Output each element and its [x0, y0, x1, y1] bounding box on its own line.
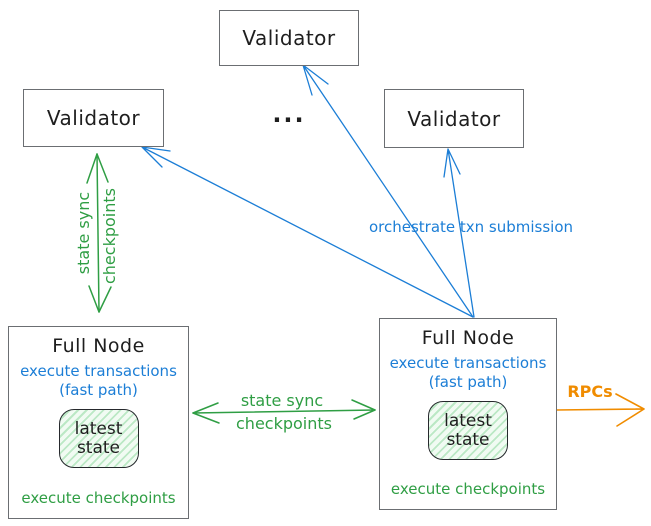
- validators-ellipsis: ...: [272, 100, 306, 128]
- validator-box-right: Validator: [384, 89, 524, 148]
- full-node-right-exec-line1: execute transactions: [389, 354, 547, 372]
- latest-state-right-line2: state: [446, 429, 490, 450]
- full-node-box-left: Full Node execute transactions (fast pat…: [8, 326, 189, 519]
- horizontal-state-sync-label-line2: checkpoints: [236, 414, 332, 433]
- orchestrate-arrow-to-top-validator: [302, 64, 474, 318]
- orchestrate-arrow-to-right-validator: [443, 148, 475, 318]
- latest-state-box-right: latest state: [428, 401, 508, 460]
- validator-left-label: Validator: [46, 106, 141, 130]
- orchestrate-arrow-to-left-validator: [141, 146, 474, 318]
- orchestrate-txn-submission-label: orchestrate txn submission: [368, 218, 574, 236]
- full-node-right-exec-line2: (fast path): [428, 373, 508, 391]
- vertical-state-sync-label-line1: state sync: [74, 191, 93, 275]
- full-node-right-title: Full Node: [421, 327, 515, 349]
- full-node-left-exec-line2: (fast path): [59, 381, 138, 399]
- horizontal-state-sync-label-line1: state sync: [240, 391, 324, 410]
- validator-box-left: Validator: [23, 89, 164, 147]
- latest-state-left-line2: state: [76, 437, 121, 458]
- state-sync-horizontal-arrow: [192, 399, 376, 424]
- validator-right-label: Validator: [407, 106, 501, 131]
- latest-state-left-line1: latest: [74, 418, 123, 439]
- full-node-left-title: Full Node: [52, 335, 145, 357]
- rpcs-arrow: [555, 393, 645, 427]
- state-sync-vertical-arrow: [86, 153, 112, 313]
- full-node-right-footer: execute checkpoints: [390, 480, 546, 498]
- vertical-state-sync-label-line2: checkpoints: [100, 188, 119, 284]
- validator-box-top: Validator: [219, 10, 359, 66]
- validator-top-label: Validator: [242, 26, 336, 50]
- latest-state-box-left: latest state: [58, 409, 139, 468]
- full-node-box-right: Full Node execute transactions (fast pat…: [379, 318, 557, 510]
- full-node-left-footer: execute checkpoints: [21, 489, 176, 507]
- full-node-left-exec-line1: execute transactions: [20, 362, 177, 380]
- latest-state-right-line1: latest: [444, 410, 492, 431]
- rpcs-label: RPCs: [567, 382, 613, 401]
